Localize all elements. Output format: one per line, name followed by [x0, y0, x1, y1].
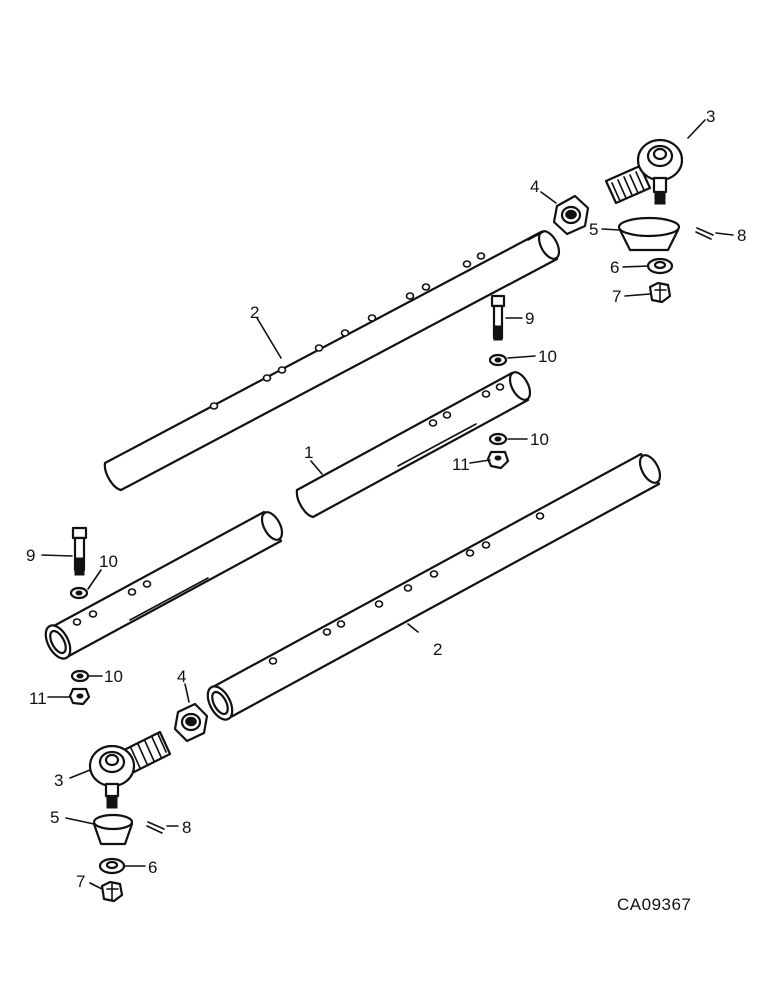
callout-10-b: 10: [530, 430, 549, 449]
lower-dust-seal: [92, 813, 134, 846]
callout-8-lower: 8: [182, 818, 191, 837]
callout-7-lower: 7: [76, 872, 85, 891]
lower-washer: [98, 857, 126, 875]
callout-1: 1: [304, 443, 313, 462]
lower-jam-nut: [173, 702, 209, 743]
left-sleeve-tube: [44, 510, 284, 660]
callout-2-lower: 2: [433, 640, 442, 659]
callout-2-upper: 2: [250, 303, 259, 322]
center-tube: [295, 371, 532, 519]
drawing-code: CA09367: [617, 895, 691, 914]
lower-cotter-pin: [146, 821, 165, 834]
upper-clamp-bolt: [490, 294, 506, 341]
upper-washer: [646, 257, 674, 275]
leader-lines: [41, 119, 734, 890]
callout-9-left: 9: [26, 546, 35, 565]
upper-tie-rod-end: [604, 138, 684, 205]
callout-11-right: 11: [452, 455, 470, 474]
callout-3-lower: 3: [54, 771, 63, 790]
left-clamp-washer: [69, 586, 89, 600]
lower-tie-rod-end: [88, 730, 172, 809]
callout-5-upper: 5: [589, 220, 598, 239]
callout-6-lower: 6: [148, 858, 157, 877]
callout-10-c: 10: [99, 552, 118, 571]
callout-6-upper: 6: [610, 258, 619, 277]
upper-tie-rod-tube: [103, 230, 561, 492]
left-lock-nut: [68, 687, 91, 706]
center-lock-nut: [486, 450, 510, 470]
upper-dust-seal: [617, 216, 681, 252]
callout-11-left: 11: [29, 689, 47, 708]
callout-4-upper: 4: [530, 177, 539, 196]
lower-tie-rod-tube: [206, 452, 662, 721]
upper-cotter-pin: [695, 227, 714, 240]
callout-7-upper: 7: [612, 287, 621, 306]
callout-10-d: 10: [104, 667, 123, 686]
callout-5-lower: 5: [50, 808, 59, 827]
upper-jam-nut: [552, 194, 590, 236]
center-lower-washer: [488, 432, 508, 446]
upper-castle-nut: [648, 281, 672, 304]
upper-clamp-washer: [488, 353, 508, 367]
lower-castle-nut: [100, 880, 124, 903]
callout-labels: 2 1 3 4 5 6 7 8 9 10 10 11 9 10 10 11 2 …: [26, 107, 746, 891]
left-clamp-bolt: [71, 526, 88, 576]
left-lower-washer: [70, 669, 90, 683]
callout-3-upper: 3: [706, 107, 715, 126]
callout-9-upper: 9: [525, 309, 534, 328]
callout-10-a: 10: [538, 347, 557, 366]
callout-4-lower: 4: [177, 667, 186, 686]
callout-8-upper: 8: [737, 226, 746, 245]
